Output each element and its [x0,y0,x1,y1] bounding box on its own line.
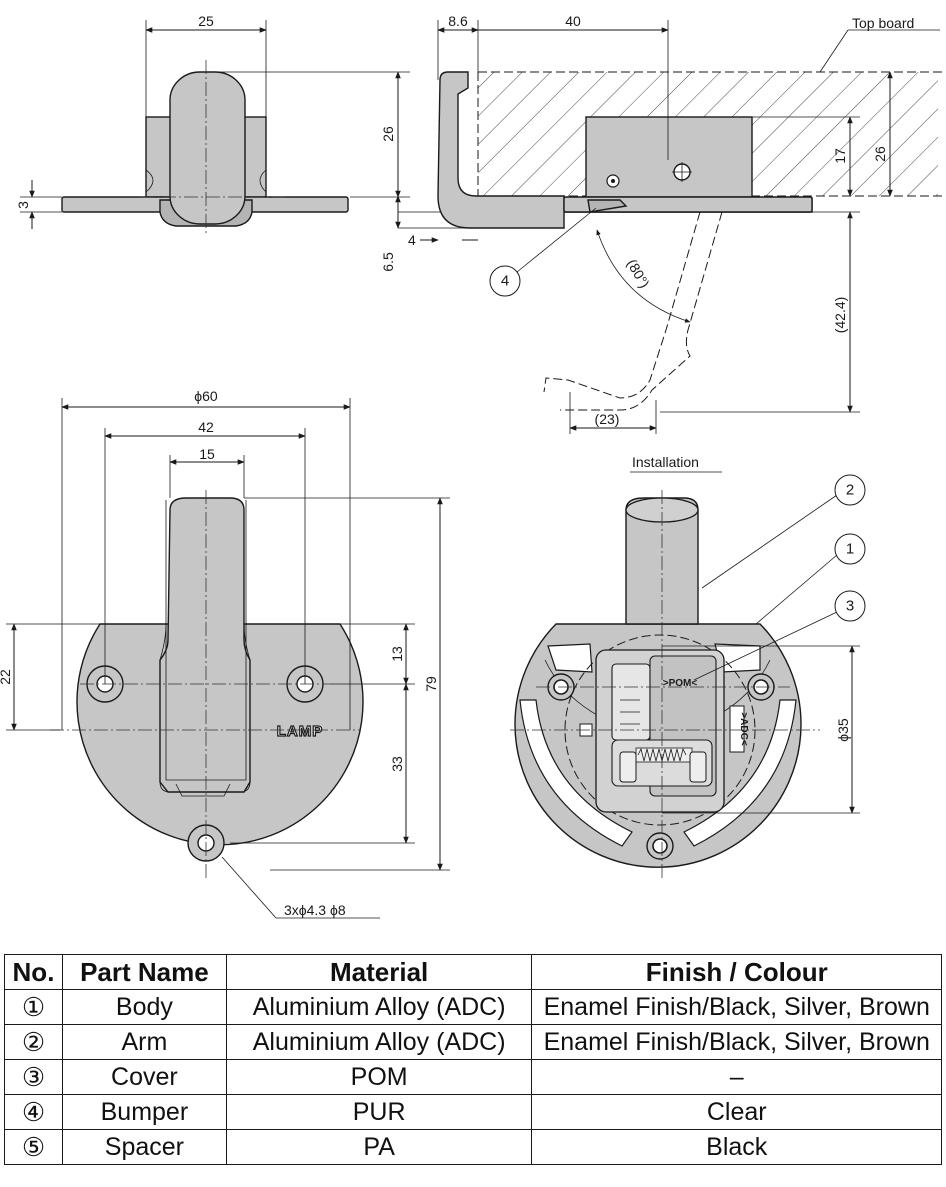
header-finish: Finish / Colour [531,954,942,990]
dim-phi60: ϕ60 [194,388,218,404]
cell-finish: Black [531,1129,942,1165]
cell-finish: Clear [531,1094,942,1130]
installation-view: Installation >POM< >ADC< [510,454,866,880]
table-row: ① Body Aluminium Alloy (ADC) Enamel Fini… [4,989,942,1025]
lamp-logo: LAMP [277,723,324,740]
cell-material: POM [225,1059,533,1095]
callout-1: 1 [846,541,854,558]
cell-finish: Enamel Finish/Black, Silver, Brown [531,989,942,1025]
cell-no: ④ [4,1094,63,1130]
technical-drawing: 25 26 3 Top board (80°) [0,13,946,919]
dim-42-4: (42.4) [832,297,848,334]
cell-part-name: Bumper [61,1094,227,1130]
cell-material: PUR [225,1094,533,1130]
pom-mark: >POM< [663,678,698,689]
front-view: 25 26 3 [15,13,410,236]
callout-4: 4 [501,273,509,290]
cell-material: Aluminium Alloy (ADC) [225,989,533,1025]
cell-no: ② [4,1024,63,1060]
dim-40: 40 [565,13,581,29]
header-material: Material [225,954,533,990]
cell-material: PA [225,1129,533,1165]
dim-4: 4 [408,232,416,248]
dim-79: 79 [423,676,439,692]
cell-no: ③ [4,1059,63,1095]
cell-finish: Enamel Finish/Black, Silver, Brown [531,1024,942,1060]
adc-mark: >ADC< [738,712,749,746]
dim-17: 17 [832,148,848,164]
dim-phi35: ϕ35 [835,718,851,742]
top-view: LAMP ϕ60 42 15 22 13 33 79 [0,388,450,919]
dim-26-side: 26 [872,146,888,162]
cell-part-name: Arm [61,1024,227,1060]
dim-3: 3 [15,201,31,209]
table-header-row: No. Part Name Material Finish / Colour [4,954,942,990]
header-part-name: Part Name [61,954,227,990]
callout-3: 3 [846,598,854,615]
dim-33: 33 [389,756,405,772]
cell-finish: – [531,1059,942,1095]
cell-material: Aluminium Alloy (ADC) [225,1024,533,1060]
cell-part-name: Spacer [61,1129,227,1165]
dim-13: 13 [389,646,405,662]
dim-22: 22 [0,669,13,685]
dim-26-front: 26 [380,126,396,142]
table-row: ③ Cover POM – [4,1059,942,1095]
dim-holes: 3xϕ4.3 ϕ8 [284,902,346,918]
dim-42: 42 [198,419,214,435]
table-row: ④ Bumper PUR Clear [4,1094,942,1130]
table-row: ② Arm Aluminium Alloy (ADC) Enamel Finis… [4,1024,942,1060]
header-no: No. [4,954,63,990]
dim-23: (23) [595,411,620,427]
dim-6-5: 6.5 [380,252,396,272]
cell-no: ① [4,989,63,1025]
parts-table: No. Part Name Material Finish / Colour ①… [4,954,942,1165]
dim-15: 15 [199,446,215,462]
top-board-label: Top board [852,15,914,31]
callout-2: 2 [846,482,854,499]
side-view: Top board (80°) 8.6 40 17 26 (42.4) [380,13,946,434]
cell-no: ⑤ [4,1129,63,1165]
dim-25: 25 [198,13,214,29]
installation-label: Installation [632,454,699,470]
cell-part-name: Cover [61,1059,227,1095]
dim-8-6: 8.6 [448,13,468,29]
table-row: ⑤ Spacer PA Black [4,1129,942,1165]
dim-80-angle: (80°) [624,256,653,290]
cell-part-name: Body [61,989,227,1025]
